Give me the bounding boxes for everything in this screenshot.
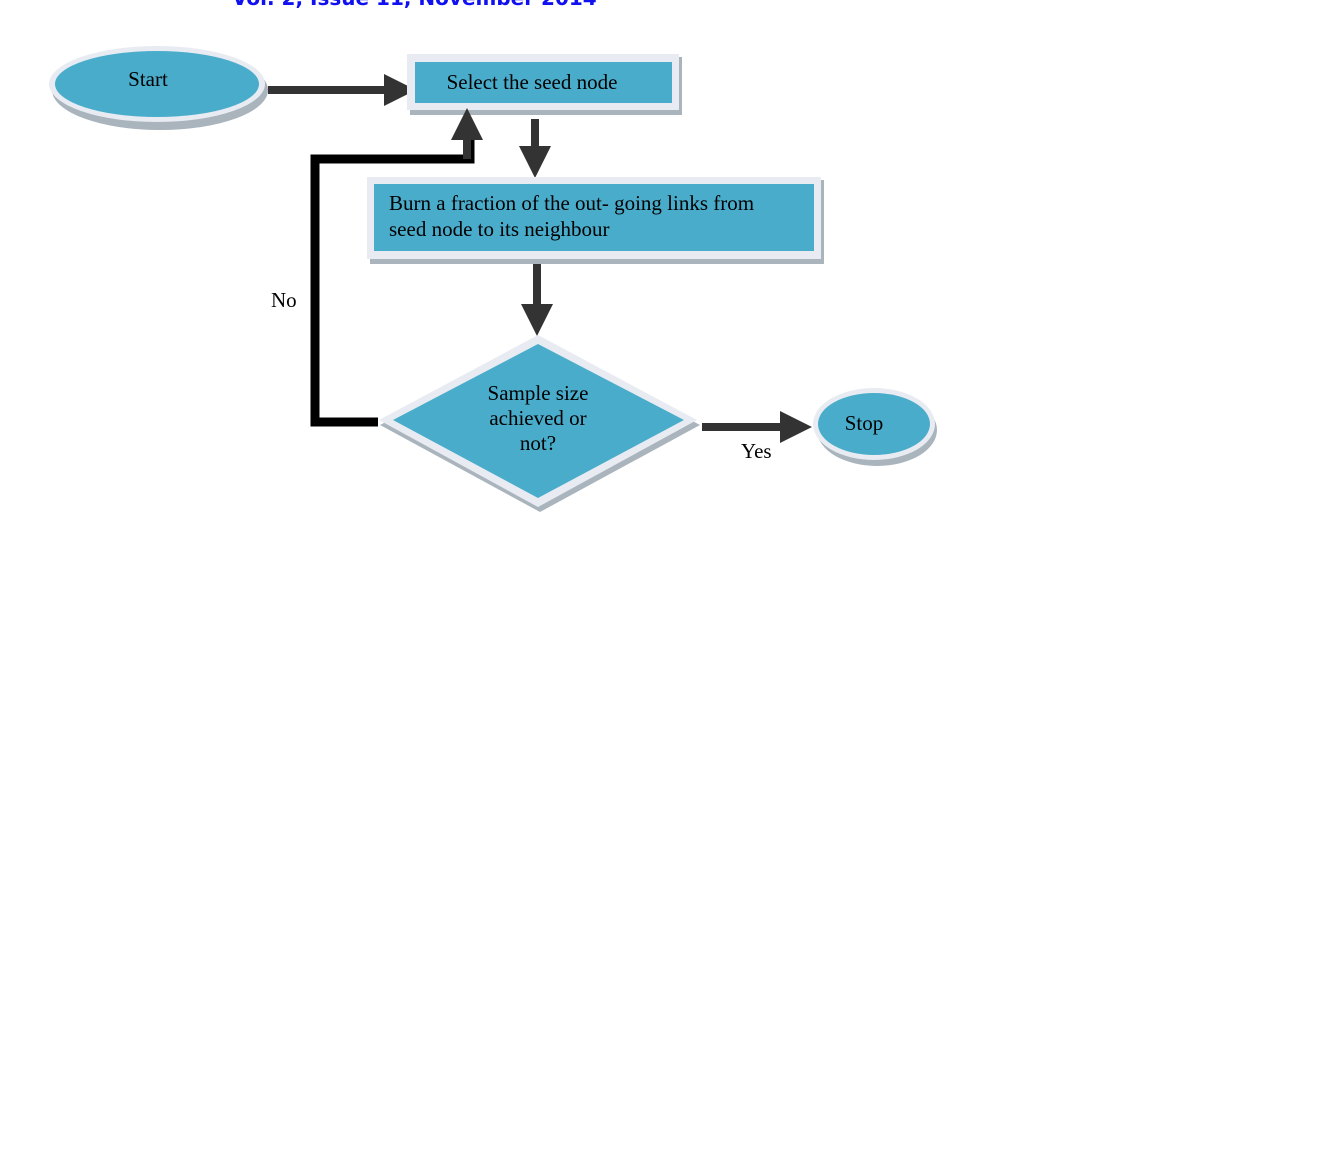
- yes-label: Yes: [741, 439, 772, 463]
- burn-links-node: Burn a fraction of the out- going links …: [367, 177, 824, 264]
- decision-line2: achieved or: [489, 406, 586, 430]
- start-node: Start: [49, 46, 268, 130]
- select-label: Select the seed node: [447, 70, 618, 94]
- decision-line1: Sample size: [488, 381, 589, 405]
- journal-header: Vol. 2, Issue 11, November 2014: [232, 0, 597, 10]
- stop-node: Stop: [813, 388, 937, 466]
- stop-label: Stop: [845, 411, 884, 435]
- burn-label-line2: seed node to its neighbour: [389, 217, 609, 241]
- no-label: No: [271, 288, 297, 312]
- decision-node: Sample size achieved or not?: [379, 335, 700, 512]
- select-seed-node: Select the seed node: [407, 54, 682, 115]
- decision-line3: not?: [520, 431, 556, 455]
- burn-label-line1: Burn a fraction of the out- going links …: [389, 191, 754, 215]
- start-label: Start: [128, 67, 168, 91]
